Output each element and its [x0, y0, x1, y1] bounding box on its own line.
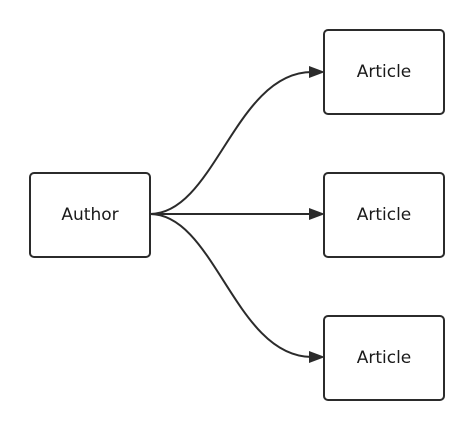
node-author[interactable]: Author — [29, 172, 151, 258]
node-article-bottom[interactable]: Article — [323, 315, 445, 401]
node-article-bottom-label: Article — [357, 348, 412, 368]
node-article-middle-label: Article — [357, 205, 412, 225]
node-author-label: Author — [61, 205, 118, 225]
node-article-bottom-box — [323, 315, 445, 401]
edge-author-to-article-top — [149, 71, 313, 215]
edge-author-to-article-bottom — [149, 213, 313, 358]
arrowhead-article-middle — [309, 208, 325, 220]
node-article-top-label: Article — [357, 62, 412, 82]
node-article-top-box — [323, 29, 445, 115]
edges — [149, 66, 325, 363]
arrowhead-article-top — [309, 66, 325, 78]
node-article-middle-box — [323, 172, 445, 258]
node-article-top[interactable]: Article — [323, 29, 445, 115]
node-author-box — [29, 172, 151, 258]
node-article-middle[interactable]: Article — [323, 172, 445, 258]
arrowhead-article-bottom — [309, 351, 325, 363]
